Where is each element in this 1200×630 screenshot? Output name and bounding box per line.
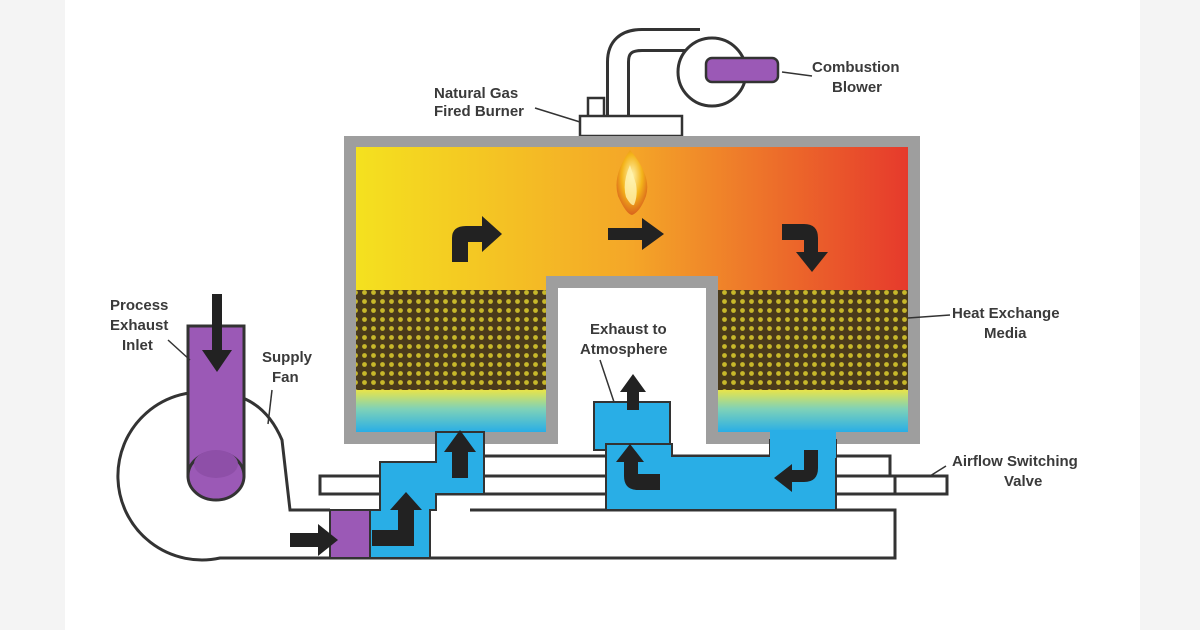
natural-gas-burner xyxy=(578,96,684,138)
process-exhaust-inlet xyxy=(186,324,371,559)
labels: Natural Gas Fired Burner Combustion Blow… xyxy=(110,59,1078,490)
blower-motor xyxy=(704,56,780,84)
exhaust-arrow xyxy=(620,374,646,410)
burner-label-line1: Natural Gas xyxy=(434,85,518,102)
process-gas-duct xyxy=(329,509,371,559)
exhaust-label-line1: Exhaust to xyxy=(590,321,667,338)
fan-outlet-arrow xyxy=(290,524,338,556)
valve-label-line1: Airflow Switching xyxy=(952,453,1078,470)
exhaust-label-line2: Atmosphere xyxy=(580,341,668,358)
fan-label-line1: Supply xyxy=(262,349,313,366)
chamber-arrow-left xyxy=(452,216,502,262)
media-label-line1: Heat Exchange xyxy=(952,305,1060,322)
right-margin xyxy=(1140,0,1200,630)
riser-arrow-lower xyxy=(372,492,422,546)
fan-label-line2: Fan xyxy=(272,369,299,386)
burner-label-line2: Fired Burner xyxy=(434,103,524,120)
combustion-blower xyxy=(606,28,780,125)
inlet-arrow xyxy=(202,294,232,372)
inlet-label-line1: Process xyxy=(110,297,168,314)
switching-valve-stem xyxy=(893,474,949,496)
media-label-line2: Media xyxy=(984,325,1027,342)
leader-lines xyxy=(167,71,951,477)
valve-label-line2: Valve xyxy=(1004,473,1042,490)
left-margin xyxy=(0,0,65,630)
blower-label-line1: Combustion xyxy=(812,59,900,76)
return-arrow-center xyxy=(616,444,660,490)
cold-plenum-right xyxy=(716,390,908,432)
chamber-arrow-center xyxy=(608,218,664,250)
media-bed-right xyxy=(716,290,908,390)
blower-label-line2: Blower xyxy=(832,79,882,96)
inlet-label-line3: Inlet xyxy=(122,337,153,354)
media-bed-left xyxy=(356,290,548,390)
inlet-label-line2: Exhaust xyxy=(110,317,168,334)
chamber-arrow-right xyxy=(782,224,828,272)
cold-plenum-left xyxy=(356,390,548,432)
flow-arrows xyxy=(202,216,828,556)
supply-fan-housing xyxy=(116,390,897,562)
return-arrow-right xyxy=(774,450,818,492)
burner-flame xyxy=(616,150,648,215)
riser-arrow-upper xyxy=(444,430,476,478)
